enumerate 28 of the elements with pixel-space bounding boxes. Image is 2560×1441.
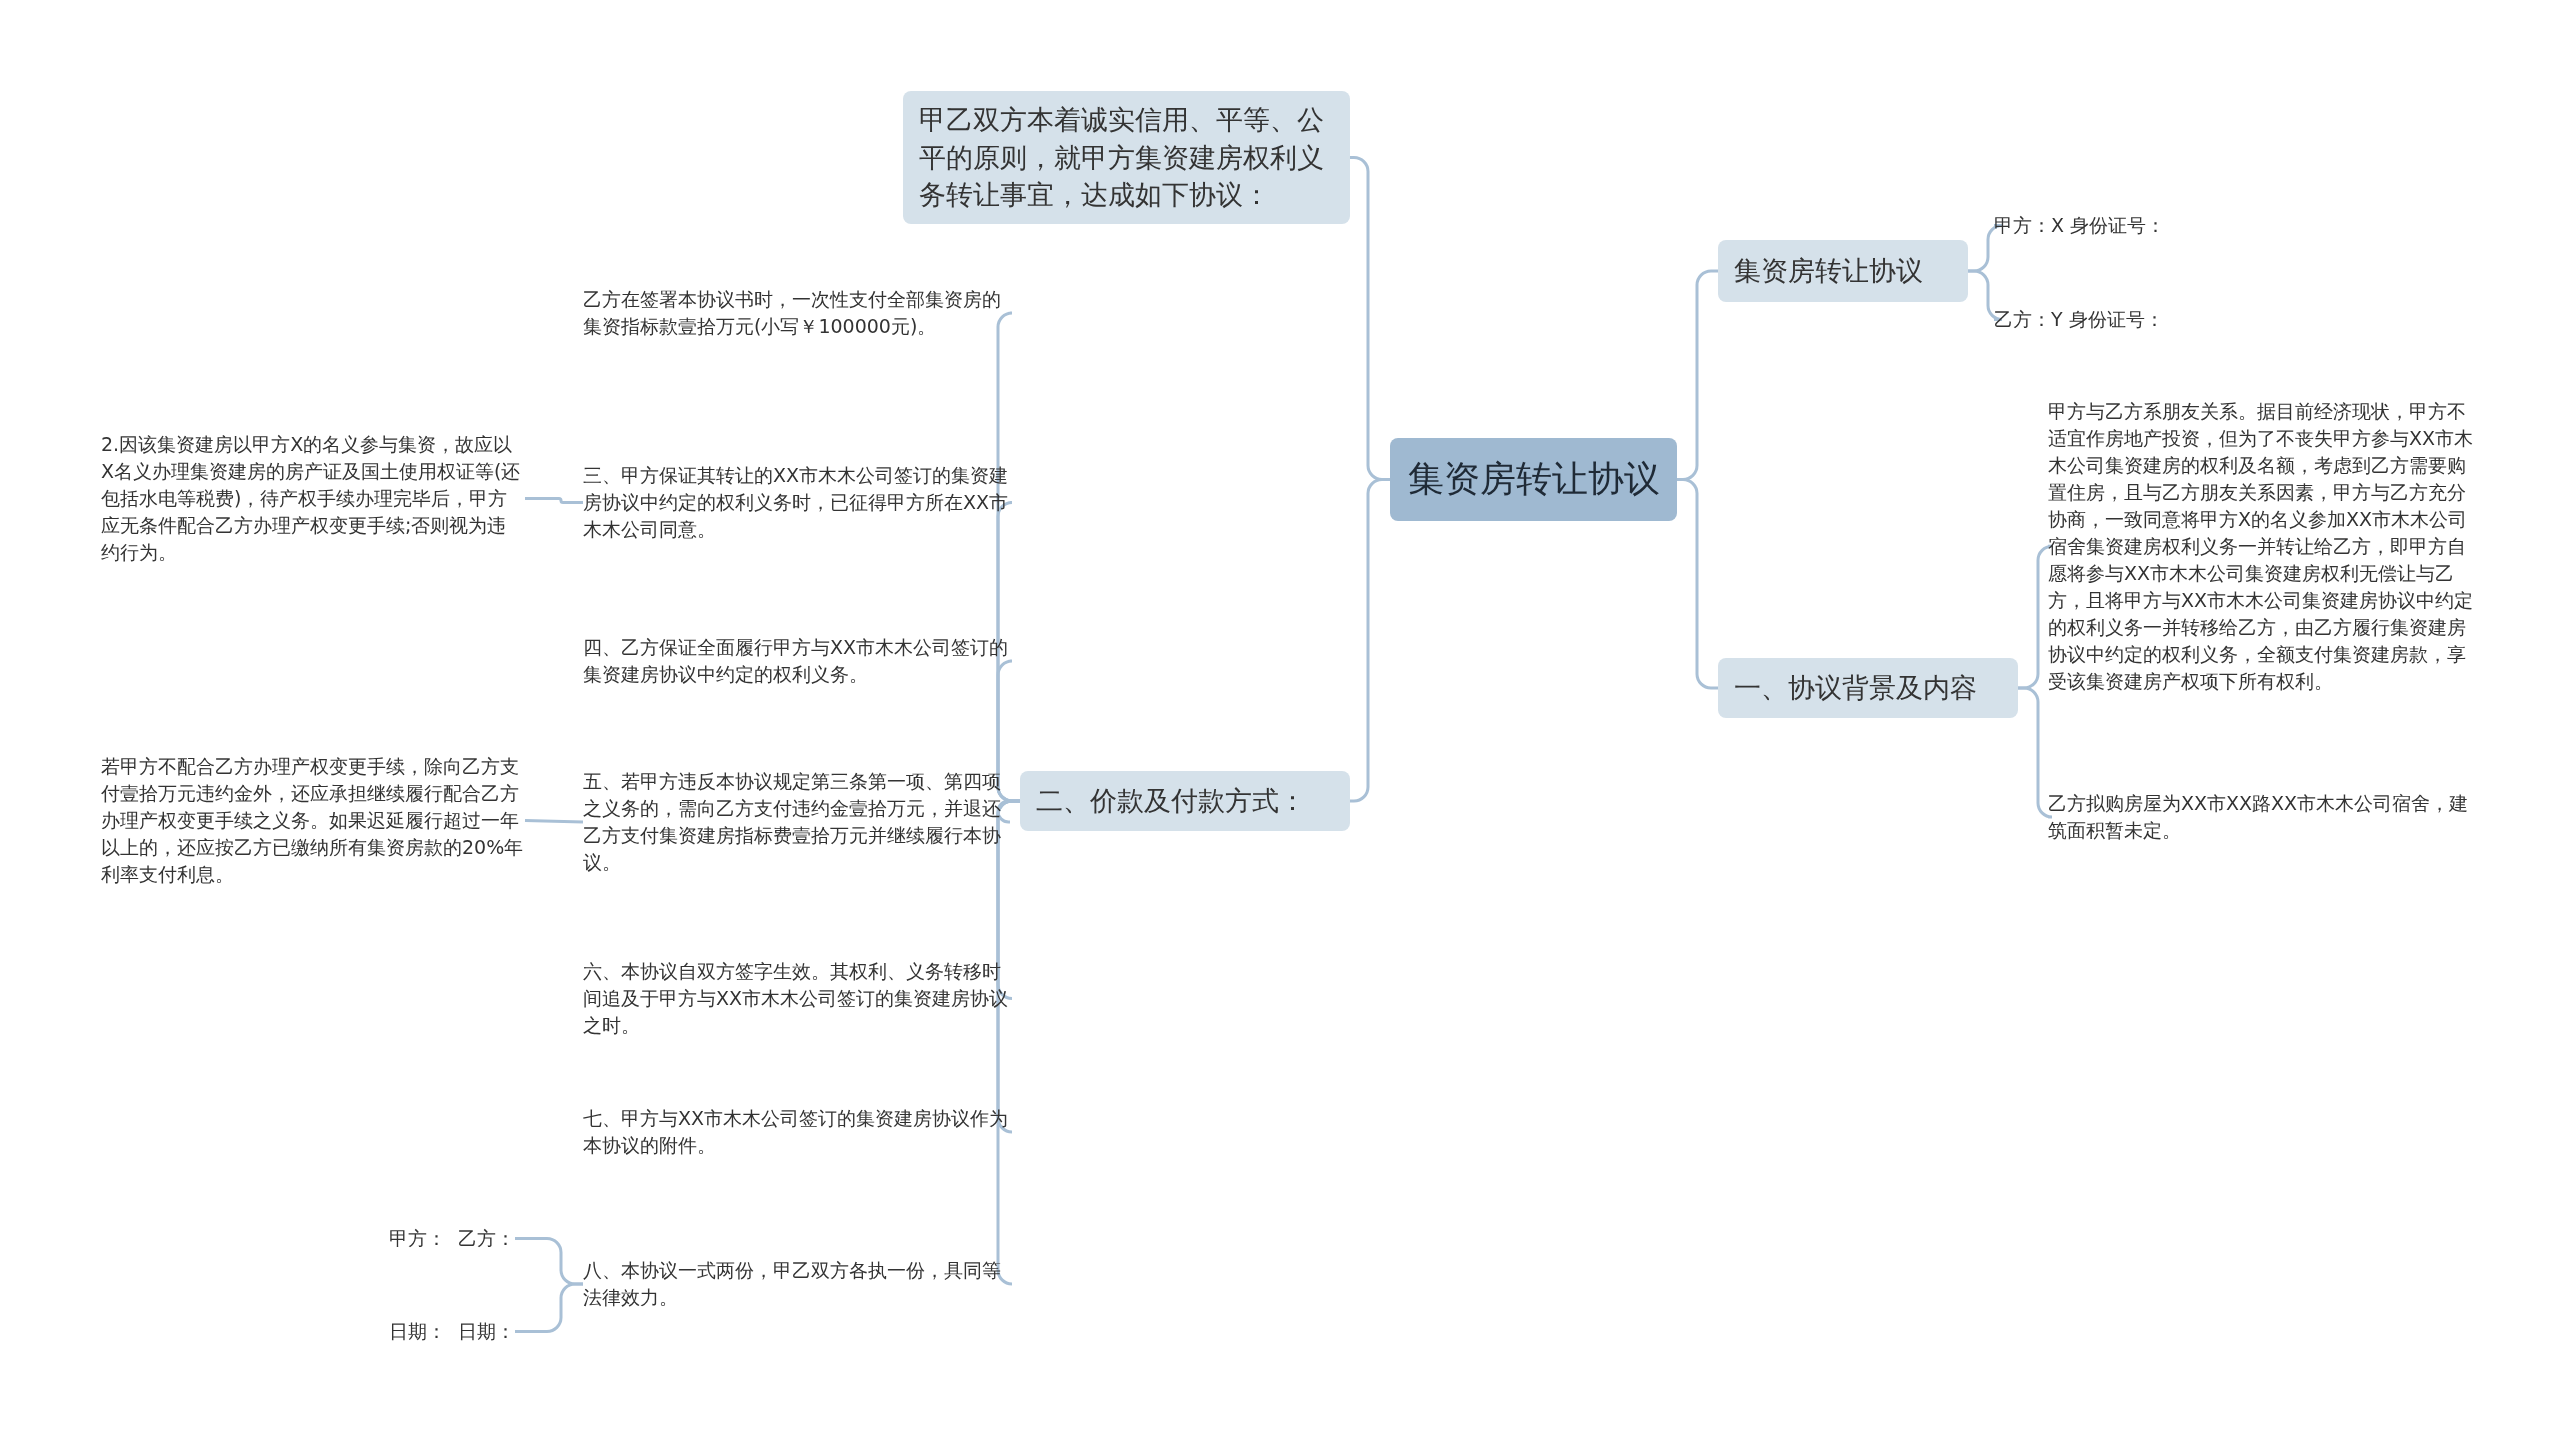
connector — [1677, 478, 1718, 690]
connector — [515, 1282, 583, 1333]
topic-box: 一、协议背景及内容 — [1718, 658, 2018, 718]
connector — [1968, 269, 2004, 321]
connector — [996, 799, 1020, 1286]
topic-text: 乙方：Y 身份证号： — [1994, 306, 2254, 333]
topic-text: 甲方：X 身份证号： — [1994, 212, 2254, 239]
connector — [2018, 686, 2054, 819]
topic-text: 2.因该集资建房以甲方X的名义参与集资，故应以X名义办理集资建房的房产证及国土使用权证等(还包括水电等税费)，待产权手续办理完毕后，甲方应无条件配合乙方办理产权变更手续;否则视为违约行为。 — [101, 431, 525, 566]
connector — [1350, 478, 1390, 803]
topic-text: 乙方在签署本协议书时，一次性支付全部集资房的集资指标款壹拾万元(小写￥100000元)。 — [583, 286, 1010, 340]
topic-text: 四、乙方保证全面履行甲方与XX市木木公司签订的集资建房协议中约定的权利义务。 — [583, 634, 1010, 688]
topic-text: 三、甲方保证其转让的XX市木木公司签订的集资建房协议中约定的权利义务时，已征得甲方所在XX市木木公司同意。 — [583, 462, 1010, 543]
topic-text: 甲方： 乙方： — [330, 1225, 515, 1252]
topic-text: 甲方与乙方系朋友关系。据目前经济现状，甲方不适宜作房地产投资，但为了不丧失甲方参与XX市木木公司集资建房的权利及名额，考虑到乙方需要购置住房，且与乙方朋友关系因素，甲方与乙方充分协商，一致同意将甲方X的名义参加XX市木木公司宿舍集资建房权利义务一并转让给乙方，即甲方自愿将参与XX市木木公司集资建房权利无偿让与乙方，且将甲方与XX市木木公司集资建房协议中约定的权利义务一并转移给乙方，由乙方履行集资建房协议中约定的权利义务，全额支付集资建房款，享受该集资建房产权项下所有权利。 — [2048, 398, 2478, 695]
topic-text: 乙方拟购房屋为XX市XX路XX市木木公司宿舍，建筑面积暂未定。 — [2048, 790, 2478, 844]
topic-box: 二、价款及付款方式： — [1020, 771, 1350, 831]
topic-text: 六、本协议自双方签字生效。其权利、义务转移时间追及于甲方与XX市木木公司签订的集资建房协议之时。 — [583, 958, 1010, 1039]
topic-text: 七、甲方与XX市木木公司签订的集资建房协议作为本协议的附件。 — [583, 1105, 1010, 1159]
connector — [524, 818, 584, 824]
topic-text: 日期： 日期： — [330, 1318, 515, 1345]
topic-box: 集资房转让协议 — [1718, 240, 1968, 302]
topic-text: 五、若甲方违反本协议规定第三条第一项、第四项之义务的，需向乙方支付违约金壹拾万元，并退还乙方支付集资建房指标费壹拾万元并继续履行本协议。 — [583, 768, 1010, 876]
topic-text: 八、本协议一式两份，甲乙双方各执一份，具同等法律效力。 — [583, 1257, 1010, 1311]
connector — [525, 496, 583, 504]
topic-text: 若甲方不配合乙方办理产权变更手续，除向乙方支付壹拾万元违约金外，还应承担继续履行配合乙方办理产权变更手续之义务。如果迟延履行超过一年以上的，还应按乙方已缴纳所有集资房款的20%年利率支付利息。 — [101, 753, 525, 888]
topic-box: 甲乙双方本着诚实信用、平等、公平的原则，就甲方集资建房权利义务转让事宜，达成如下协议： — [903, 91, 1350, 224]
central-topic-box: 集资房转让协议 — [1390, 438, 1677, 521]
